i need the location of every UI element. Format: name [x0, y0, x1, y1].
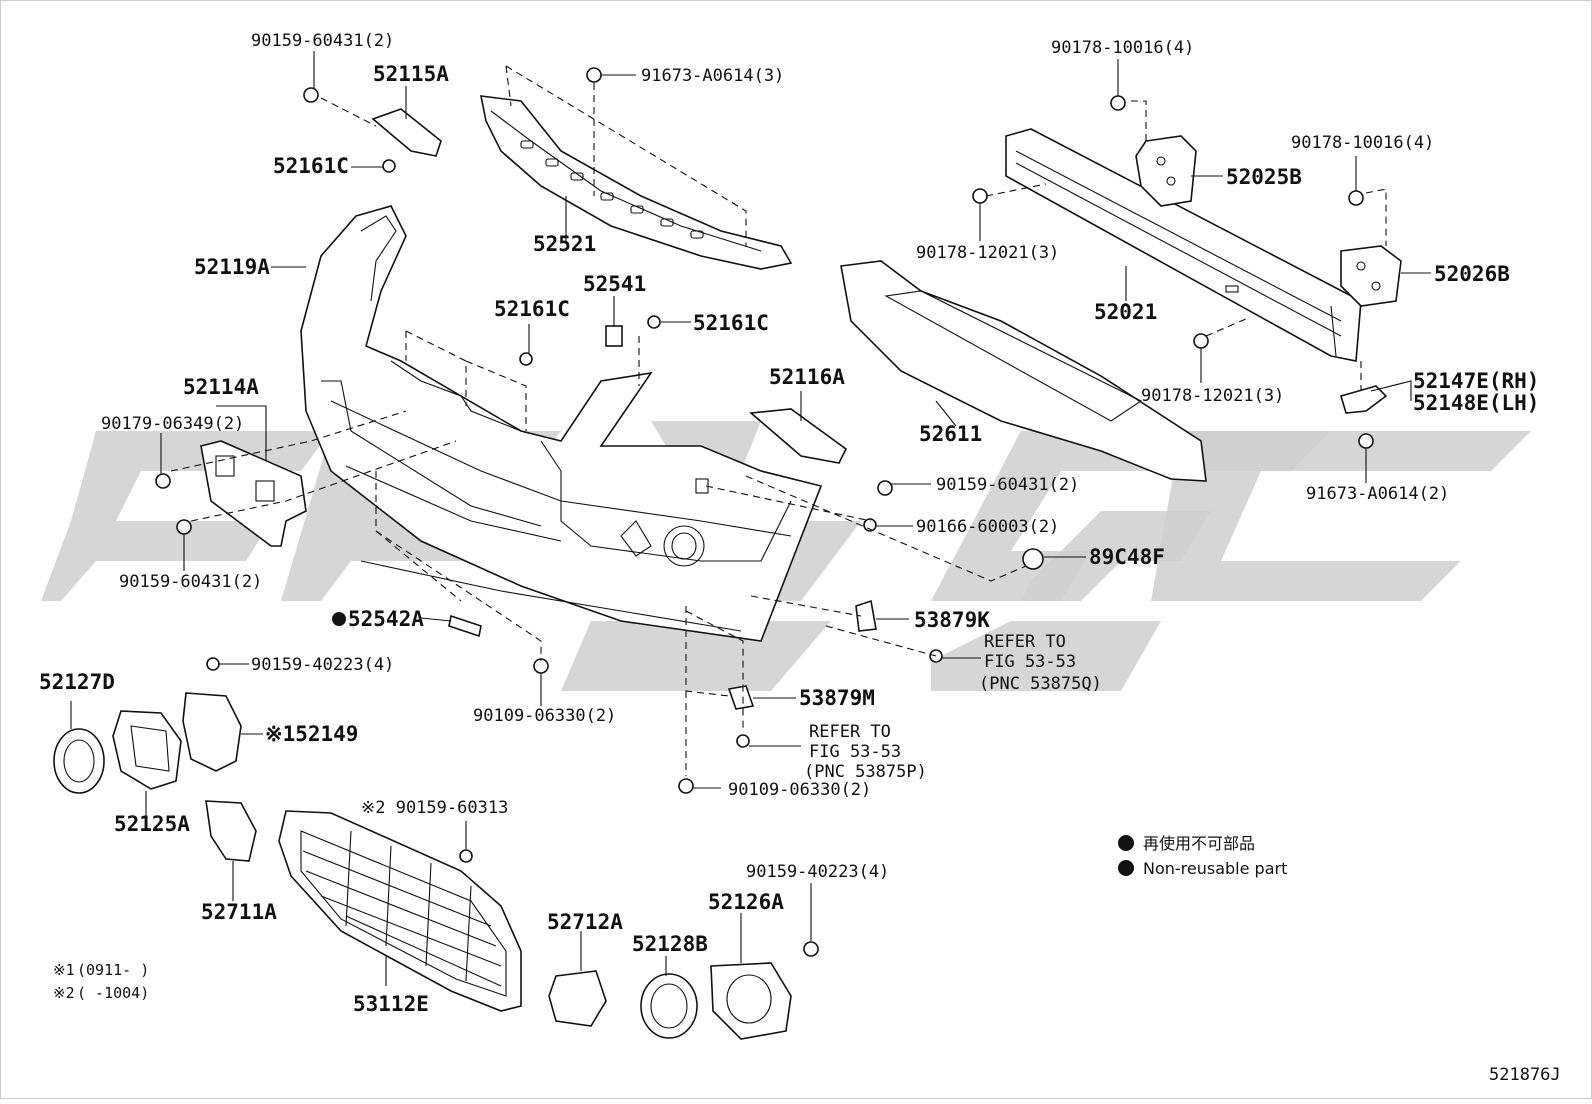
label-90166-60003: 90166-60003(2): [916, 517, 1059, 537]
label-90159-60431-top: 90159-60431(2): [251, 31, 394, 51]
label-90178-10016-top: 90178-10016(4): [1051, 38, 1194, 58]
label-52542A: 52542A: [348, 607, 424, 631]
bracket-52147E-drawing: [1340, 385, 1388, 414]
footnotes: ※1 (0911- ) ※2 ( -1004): [53, 961, 149, 1002]
fog-lamp-left-group-drawing: [53, 692, 257, 862]
label-52026B: 52026B: [1434, 262, 1510, 286]
label-52127D: 52127D: [39, 670, 115, 694]
label-52161C-middle: 52161C: [494, 297, 570, 321]
label-90178-12021-bottom: 90178-12021(3): [1141, 386, 1284, 406]
label-52114A: 52114A: [183, 375, 259, 399]
label-52712A: 52712A: [547, 910, 623, 934]
label-91673-A0614-2: 91673-A0614(2): [1306, 484, 1449, 504]
label-52119A: 52119A: [194, 255, 270, 279]
grille-53112E-drawing: [278, 810, 522, 1012]
label-52148E-LH: 52148E(LH): [1413, 391, 1539, 415]
reinforcement-52021-drawing: [1005, 128, 1362, 362]
bracket-52025B-drawing: [1135, 135, 1197, 207]
label-52126A: 52126A: [708, 890, 784, 914]
label-52147E-RH: 52147E(RH): [1413, 369, 1539, 393]
retainer-52521-drawing: [479, 95, 793, 270]
label-52025B: 52025B: [1226, 165, 1302, 189]
label-53879M: 53879M: [799, 686, 875, 710]
non-reusable-marker: [332, 612, 346, 626]
label-refer2-line2: FIG 53-53: [809, 742, 901, 762]
label-89C48F: 89C48F: [1089, 545, 1165, 569]
label-refer1-line3: (PNC 53875Q): [979, 674, 1102, 694]
label-refer2-line1: REFER TO: [809, 722, 891, 742]
label-refer2-line3: (PNC 53875P): [804, 762, 927, 782]
label-90178-12021-top: 90178-12021(3): [916, 243, 1059, 263]
label-52161C-top: 52161C: [273, 154, 349, 178]
strip-52542A-drawing: [448, 614, 482, 638]
label-refer1-line1: REFER TO: [984, 632, 1066, 652]
label-90109-06330-right: 90109-06330(2): [728, 780, 871, 800]
legend-bullet-2: [1118, 860, 1134, 876]
legend: 再使用不可部品 Non-reusable part: [1118, 834, 1287, 878]
label-90179-06349: 90179-06349(2): [101, 414, 244, 434]
label-52541: 52541: [583, 272, 646, 296]
pad-52541-drawing: [605, 325, 623, 347]
label-90159-60431-right: 90159-60431(2): [936, 475, 1079, 495]
fasteners-drawing: [155, 67, 1374, 957]
label-52115A: 52115A: [373, 62, 449, 86]
part-labels: 90159-60431(2) 52115A 91673-A0614(3) 901…: [39, 31, 1539, 1016]
label-52116A: 52116A: [769, 365, 845, 389]
bracket-52115A-drawing: [371, 108, 442, 157]
label-refer1-line2: FIG 53-53: [984, 652, 1076, 672]
label-91673-A0614-3: 91673-A0614(3): [641, 66, 784, 86]
label-52125A: 52125A: [114, 812, 190, 836]
label-53112E: 53112E: [353, 992, 429, 1016]
label-52611: 52611: [919, 422, 982, 446]
label-90159-40223-right: 90159-40223(4): [746, 862, 889, 882]
label-90159-40223-left: 90159-40223(4): [251, 655, 394, 675]
legend-text-english: Non-reusable part: [1143, 859, 1287, 878]
label-52021: 52021: [1094, 300, 1157, 324]
legend-text-japanese: 再使用不可部品: [1143, 834, 1255, 853]
note-1-mark: ※1: [53, 961, 75, 979]
license-bracket-52114A-drawing: [200, 440, 307, 547]
bracket-52026B-drawing: [1340, 245, 1402, 307]
figure-code: 521876J: [1489, 1065, 1561, 1085]
absorber-52611-drawing: [840, 260, 1207, 482]
label-90178-10016-right: 90178-10016(4): [1291, 133, 1434, 153]
label-52161C-right: 52161C: [693, 311, 769, 335]
legend-bullet-1: [1118, 835, 1134, 851]
leader-lines: [70, 51, 1431, 986]
note-1-text: (0911- ): [77, 961, 149, 979]
clip-53879K-drawing: [855, 599, 877, 632]
bracket-52116A-drawing: [749, 408, 848, 464]
note-2-text: ( -1004): [77, 984, 149, 1002]
assembly-dashed-lines: [170, 65, 1387, 776]
fog-lamp-right-group-drawing: [548, 962, 792, 1040]
clip-89C48F-drawing: [1022, 548, 1044, 570]
label-52711A: 52711A: [201, 900, 277, 924]
note-2-mark: ※2: [53, 984, 75, 1002]
label-53879K: 53879K: [914, 608, 990, 632]
label-52128B: 52128B: [632, 932, 708, 956]
bumper-cover-52119A-drawing: [300, 205, 823, 642]
clip-53879M-drawing: [727, 685, 755, 710]
label-90109-06330-left: 90109-06330(2): [473, 706, 616, 726]
label-52521: 52521: [533, 232, 596, 256]
label-52149: ※152149: [265, 722, 358, 746]
label-90159-60313: ※2 90159-60313: [361, 798, 508, 818]
label-90159-60431-left: 90159-60431(2): [119, 572, 262, 592]
